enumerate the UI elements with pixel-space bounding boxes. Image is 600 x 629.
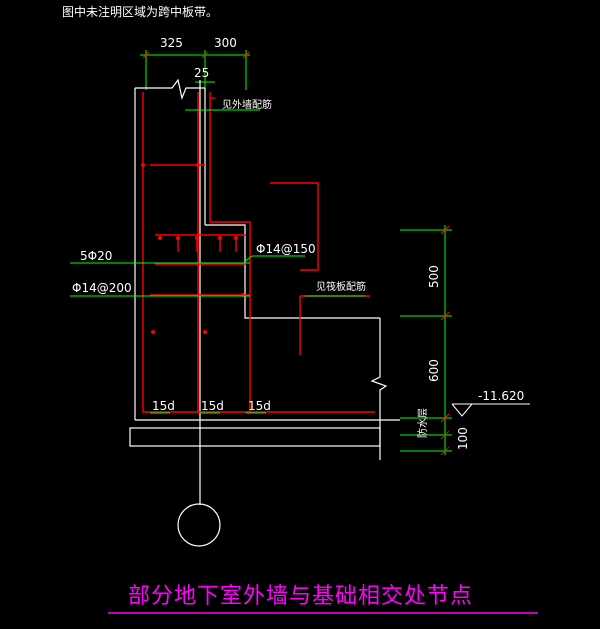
dim-600: 600 [427,359,441,382]
anchor-1: 15d [152,399,175,413]
elevation-value: -11.620 [478,389,524,403]
dim-300: 300 [214,36,237,50]
dim-325: 325 [160,36,183,50]
dim-25: 25 [194,66,209,80]
label-outer-wall: 见外墙配筋 [222,98,272,111]
leaders [70,109,365,297]
label-phi14-200: Φ14@200 [72,281,132,295]
label-5phi20: 5Φ20 [80,249,112,263]
top-note: 图中未注明区域为跨中板带。 [62,4,218,19]
drawing-title: 部分地下室外墙与基础相交处节点 [128,584,473,609]
label-waterproof: 防水层 [416,408,429,438]
label-phi14-150: Φ14@150 [256,242,316,256]
dim-500: 500 [427,265,441,288]
anchor-2: 15d [201,399,224,413]
bar-dots [141,163,245,334]
anchor-3: 15d [248,399,271,413]
reinforcement [142,92,375,413]
right-dimension [400,225,452,456]
phi14-150-leader [243,255,253,263]
top-dimension [140,50,250,90]
wall-outline [129,78,400,505]
dim-100: 100 [456,427,470,450]
label-slab: 见筏板配筋 [316,280,366,293]
elevation-mark [451,403,530,417]
grid-bubble [177,503,221,547]
